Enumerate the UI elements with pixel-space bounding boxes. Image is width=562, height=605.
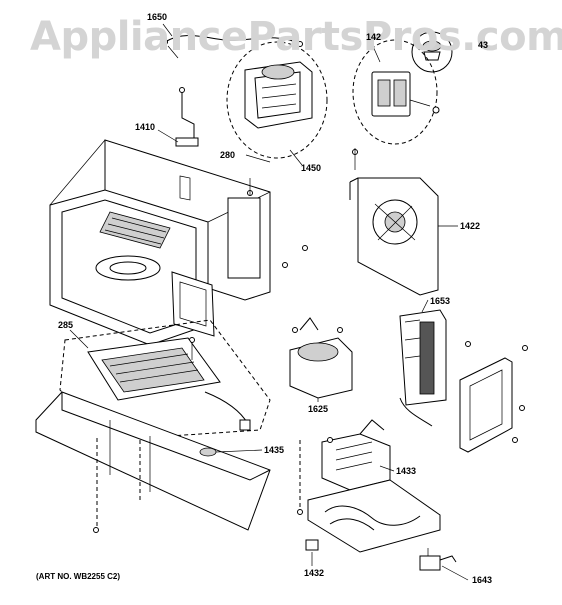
capacitor-group-142[interactable] xyxy=(352,39,440,145)
leader-lines xyxy=(69,23,469,581)
watermark: AppliancePartsPros.com xyxy=(30,14,562,60)
fan-assembly-1450[interactable] xyxy=(226,41,328,159)
side-panel[interactable] xyxy=(459,357,513,453)
callout-1450: 1450 xyxy=(301,163,322,173)
base-tray[interactable] xyxy=(35,391,271,531)
callout-1410: 1410 xyxy=(135,122,156,132)
callout-1650: 1650 xyxy=(147,12,168,22)
diode-1643[interactable] xyxy=(419,548,457,571)
fan-motor-1625[interactable] xyxy=(289,317,353,399)
callout-1433: 1433 xyxy=(396,466,417,476)
blower-housing-1422[interactable] xyxy=(349,177,439,296)
callout-1435: 1435 xyxy=(264,445,285,455)
art-number: (ART NO. WB2255 C2) xyxy=(36,572,121,581)
mounting-screws xyxy=(191,148,356,360)
base-plate-1432[interactable] xyxy=(305,479,441,553)
callout-1643: 1643 xyxy=(472,575,493,585)
interlock-bracket[interactable] xyxy=(171,271,215,343)
wire-harness-1650[interactable] xyxy=(162,35,303,59)
callout-285: 285 xyxy=(58,320,74,330)
transformer-1433[interactable] xyxy=(321,419,391,491)
hinge-bracket-1410[interactable] xyxy=(175,87,199,147)
callout-143: 43 xyxy=(478,40,489,50)
callout-1432: 1432 xyxy=(304,568,325,578)
callout-1422: 1422 xyxy=(460,221,481,231)
oven-cavity[interactable] xyxy=(49,139,271,346)
callout-142: 142 xyxy=(366,32,382,42)
vent-assembly-285[interactable] xyxy=(59,319,271,441)
spring-1435[interactable] xyxy=(199,447,263,457)
callout-1625: 1625 xyxy=(308,404,329,414)
thermal-fuse-143[interactable] xyxy=(411,31,453,73)
callout-1653: 1653 xyxy=(430,296,451,306)
control-bracket-1653[interactable] xyxy=(399,309,447,427)
screws xyxy=(93,149,528,533)
callout-280: 280 xyxy=(220,150,236,160)
